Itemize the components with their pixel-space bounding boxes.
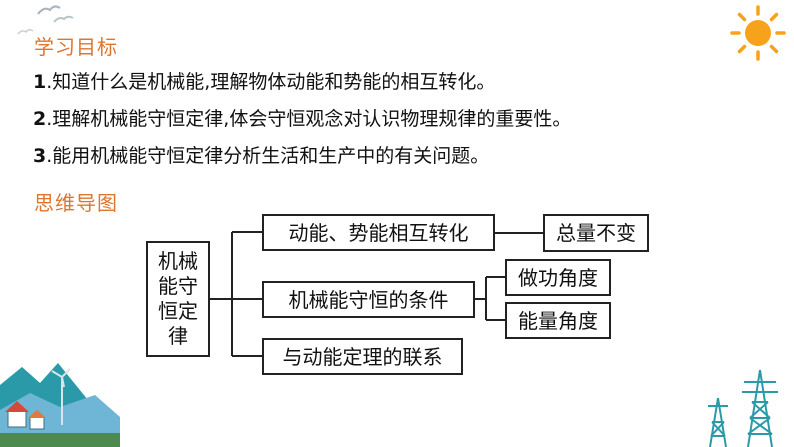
birds-decoration <box>17 5 74 35</box>
power-tower-decoration <box>708 369 778 447</box>
objective-item-3: 3.能用机械能守恒定律分析生活和生产中的有关问题。 <box>33 143 489 169</box>
objective-text: .能用机械能守恒定律分析生活和生产中的有关问题。 <box>46 145 490 167</box>
branch-conservation-conditions: 机械能守恒的条件 <box>262 281 475 318</box>
landscape-decoration <box>0 363 120 447</box>
root-label-line: 恒定 <box>158 299 198 323</box>
branch-energy-conversion: 动能、势能相互转化 <box>262 214 495 251</box>
leaf-work-perspective: 做功角度 <box>505 259 611 296</box>
objective-item-1: 1.知道什么是机械能,理解物体动能和势能的相互转化。 <box>33 69 495 95</box>
root-label-line: 律 <box>168 324 188 348</box>
objective-number: 2 <box>33 108 47 130</box>
branch-kinetic-theorem-relation: 与动能定理的联系 <box>262 338 463 375</box>
root-label-line: 机械 <box>158 249 198 273</box>
objective-text: .知道什么是机械能,理解物体动能和势能的相互转化。 <box>46 71 496 93</box>
objectives-heading: 学习目标 <box>34 35 118 59</box>
objective-number: 1 <box>33 71 47 93</box>
leaf-energy-perspective: 能量角度 <box>505 302 611 339</box>
mindmap-heading: 思维导图 <box>34 191 118 215</box>
objective-text: .理解机械能守恒定律,体会守恒观念对认识物理规律的重要性。 <box>46 108 572 130</box>
root-label-line: 能守 <box>158 274 198 298</box>
objective-item-2: 2.理解机械能守恒定律,体会守恒观念对认识物理规律的重要性。 <box>33 106 571 132</box>
sun-icon <box>730 5 786 61</box>
leaf-total-unchanged: 总量不变 <box>543 214 649 252</box>
objective-number: 3 <box>33 145 47 167</box>
mindmap-root-box: 机械 能守 恒定 律 <box>146 241 210 357</box>
